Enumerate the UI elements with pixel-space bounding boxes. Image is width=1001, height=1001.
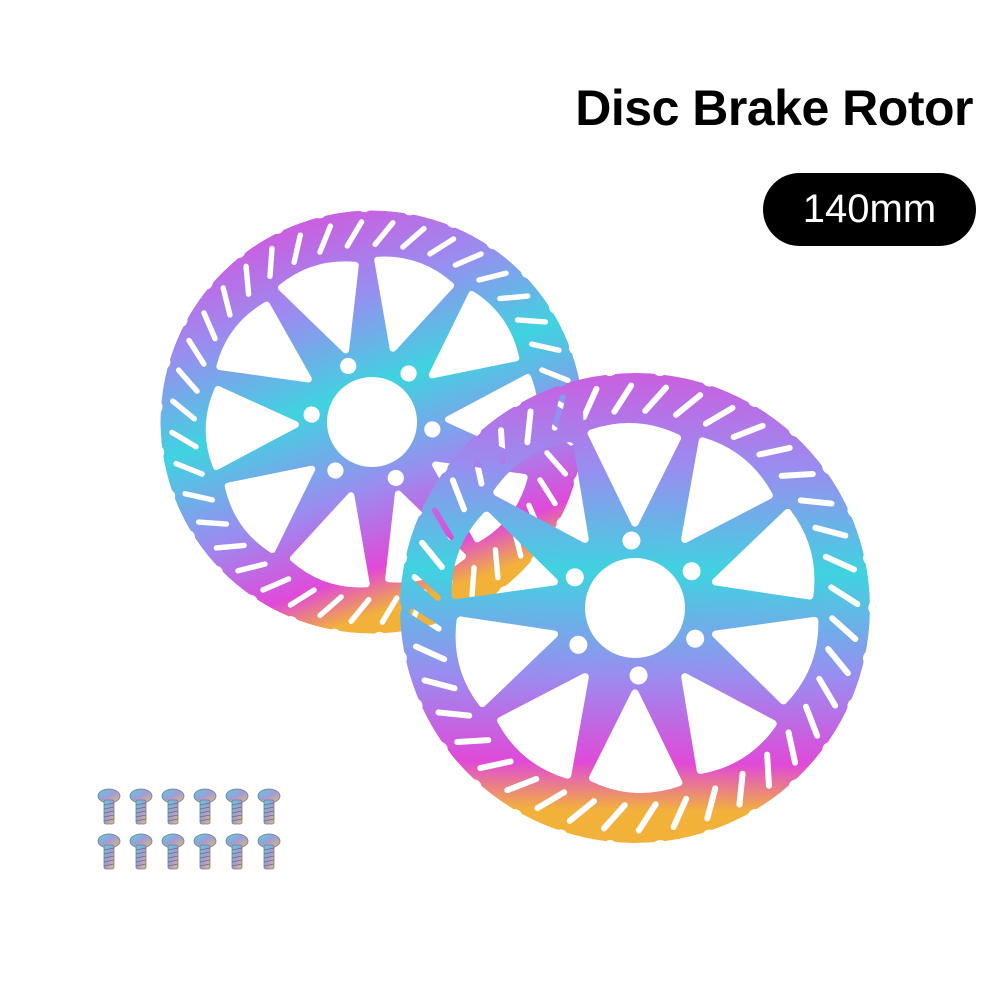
bolt — [97, 788, 121, 825]
bolt-set — [97, 788, 281, 870]
bolt — [193, 788, 217, 825]
product-title: Disc Brake Rotor — [575, 80, 973, 136]
bolt — [161, 833, 185, 870]
bolt — [161, 788, 185, 825]
size-badge: 140mm — [763, 173, 976, 246]
bolt — [97, 833, 121, 870]
bolt — [193, 833, 217, 870]
bolt — [225, 833, 249, 870]
bolt — [257, 788, 281, 825]
bolt — [129, 833, 153, 870]
bolt — [225, 788, 249, 825]
bolt — [129, 788, 153, 825]
bolt — [257, 833, 281, 870]
